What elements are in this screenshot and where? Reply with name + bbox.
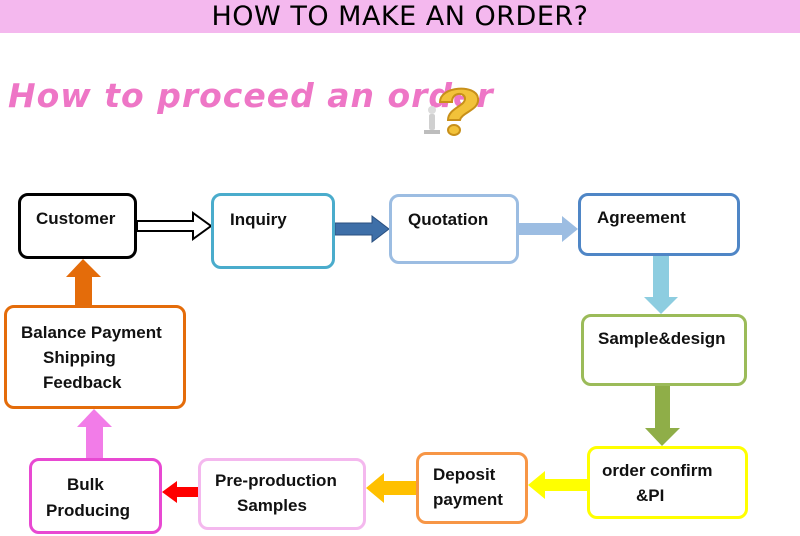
page-banner: HOW TO MAKE AN ORDER? bbox=[0, 0, 800, 33]
step-order-confirm-label-2: &PI bbox=[636, 486, 665, 505]
step-order-confirm: order confirm &PI bbox=[587, 446, 748, 519]
arrow-bulk-to-balance bbox=[77, 409, 112, 458]
step-balance-label-3: Feedback bbox=[43, 373, 122, 392]
step-order-confirm-label-1: order confirm bbox=[602, 461, 713, 480]
step-agreement-label: Agreement bbox=[597, 208, 686, 227]
step-preproduction-label-1: Pre-production bbox=[215, 471, 337, 490]
page-subtitle: How to proceed an order bbox=[8, 76, 494, 115]
step-customer-label: Customer bbox=[36, 209, 116, 228]
step-balance: Balance Payment Shipping Feedback bbox=[4, 305, 186, 409]
step-sample-design: Sample&design bbox=[581, 314, 747, 386]
step-balance-label-2: Shipping bbox=[43, 348, 116, 367]
question-mark-icon bbox=[424, 87, 480, 136]
arrow-inquiry-to-quotation bbox=[334, 214, 390, 244]
step-inquiry: Inquiry bbox=[211, 193, 335, 269]
arrow-quotation-to-agreement bbox=[519, 216, 578, 242]
arrow-balance-to-customer bbox=[66, 259, 101, 305]
step-deposit-label-1: Deposit bbox=[433, 465, 496, 484]
step-quotation: Quotation bbox=[389, 194, 519, 264]
arrow-sample-to-order bbox=[645, 386, 680, 446]
step-quotation-label: Quotation bbox=[408, 210, 489, 229]
step-bulk-label-2: Producing bbox=[46, 501, 131, 520]
arrow-customer-to-inquiry bbox=[136, 211, 213, 241]
step-deposit: Deposit payment bbox=[416, 452, 528, 524]
step-agreement: Agreement bbox=[578, 193, 740, 256]
step-inquiry-label: Inquiry bbox=[230, 210, 287, 229]
arrow-order-to-deposit bbox=[528, 471, 587, 499]
step-preproduction: Pre-production Samples bbox=[198, 458, 366, 530]
step-balance-label-1: Balance Payment bbox=[21, 323, 162, 342]
arrow-agreement-to-sample bbox=[644, 256, 678, 314]
arrow-deposit-to-preproduction bbox=[366, 473, 416, 503]
arrow-preproduction-to-bulk bbox=[162, 481, 198, 503]
step-bulk: Bulk Producing bbox=[29, 458, 162, 534]
step-bulk-label-1: Bulk bbox=[67, 475, 104, 494]
step-deposit-label-2: payment bbox=[433, 490, 503, 509]
step-sample-design-label: Sample&design bbox=[598, 329, 726, 348]
step-customer: Customer bbox=[18, 193, 137, 259]
step-preproduction-label-2: Samples bbox=[237, 496, 307, 515]
